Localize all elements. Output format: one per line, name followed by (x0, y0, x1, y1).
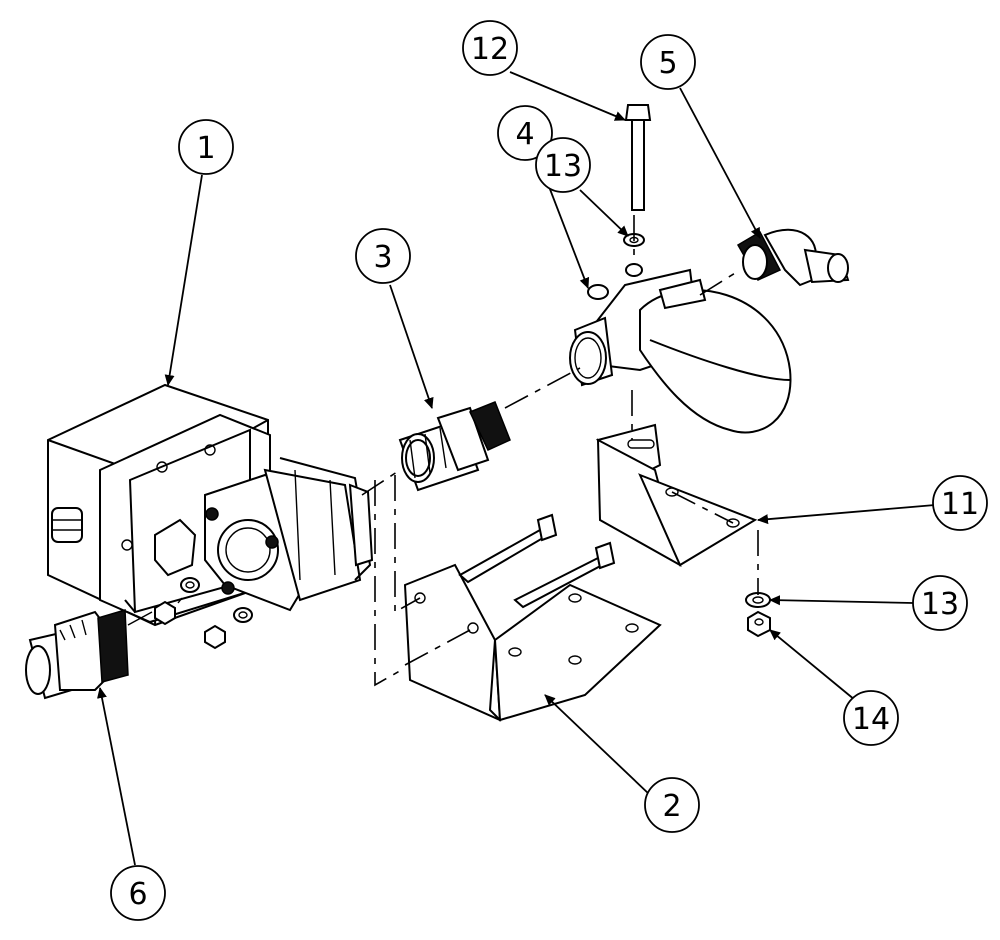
callout-14-label: 14 (852, 702, 890, 737)
cable-gland (51, 507, 83, 543)
callout-3: 3 (355, 228, 411, 284)
part-6-hose-barb (25, 609, 129, 700)
callout-13-top-label: 13 (544, 149, 582, 184)
part-14-nut (747, 610, 771, 638)
callout-13-top: 13 (535, 137, 591, 193)
callout-13-bottom: 13 (912, 575, 968, 631)
part-12-bolt (624, 104, 652, 211)
bracket-bolts (458, 513, 616, 609)
callout-12-label: 12 (471, 32, 509, 67)
assembly-centerlines (361, 215, 759, 687)
callout-4-label: 4 (515, 117, 534, 152)
callout-5: 5 (640, 34, 696, 90)
part-4-valve-filter (569, 263, 792, 434)
pump-body (204, 457, 374, 612)
callout-14: 14 (843, 690, 899, 746)
part-11-mounting-bracket (595, 423, 758, 568)
callout-6-label: 6 (128, 877, 147, 912)
callout-6: 6 (110, 865, 166, 921)
part-5-elbow-barb (736, 228, 850, 287)
callout-12: 12 (462, 20, 518, 76)
callout-11: 11 (932, 475, 988, 531)
callout-5-label: 5 (658, 46, 677, 81)
part-13-washer-bottom (745, 592, 771, 608)
callout-2: 2 (644, 777, 700, 833)
callout-2-label: 2 (662, 789, 681, 824)
callout-13-bottom-label: 13 (921, 587, 959, 622)
callout-3-label: 3 (373, 240, 392, 275)
callout-1: 1 (178, 119, 234, 175)
callout-1-label: 1 (196, 131, 215, 166)
callout-11-label: 11 (941, 487, 979, 522)
part-3-nipple-fitting (398, 401, 511, 492)
pump-fasteners (127, 577, 253, 650)
part-2-bracket (403, 563, 662, 722)
callout-4: 4 (497, 105, 553, 161)
